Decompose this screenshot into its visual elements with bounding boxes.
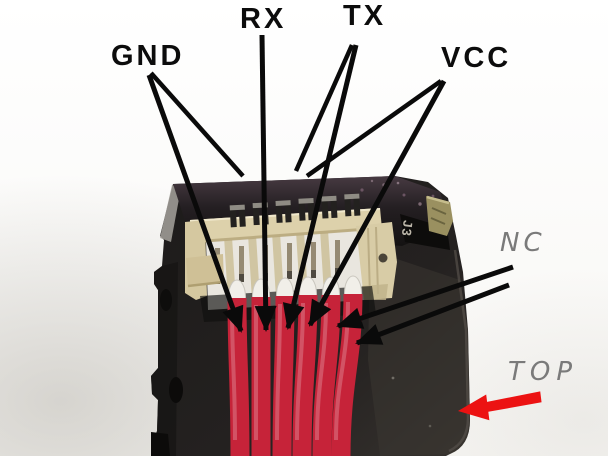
nc-wire-line-1 [336,264,514,329]
gnd-wire-line [146,74,244,333]
tx-pin-line [293,44,355,172]
silkscreen-j3: J3 [398,219,416,238]
vcc-pin-line [305,79,443,178]
rx-wire-line [254,34,277,332]
pin-label-nc: NC [500,228,546,258]
pcb-sparkle [360,179,435,206]
pin-label-rx: RX [240,3,287,35]
pin-label-tx: TX [343,0,387,32]
wire-3 [272,295,295,456]
pin-label-vcc: VCC [441,42,512,74]
gnd-pin-line [149,71,245,178]
pcb-tab [426,195,453,236]
annotation-lines [146,34,514,346]
nc-wire-line-2 [355,282,510,346]
top-direction-arrow [458,391,542,421]
latch-hole [378,253,388,263]
tx-wire-line [282,44,359,330]
orientation-label-top: TOP [508,357,579,387]
vcc-wire-line [307,79,447,327]
pcb-side-face [160,185,181,242]
pin-label-gnd: GND [111,40,185,72]
wire-4 [292,294,318,456]
